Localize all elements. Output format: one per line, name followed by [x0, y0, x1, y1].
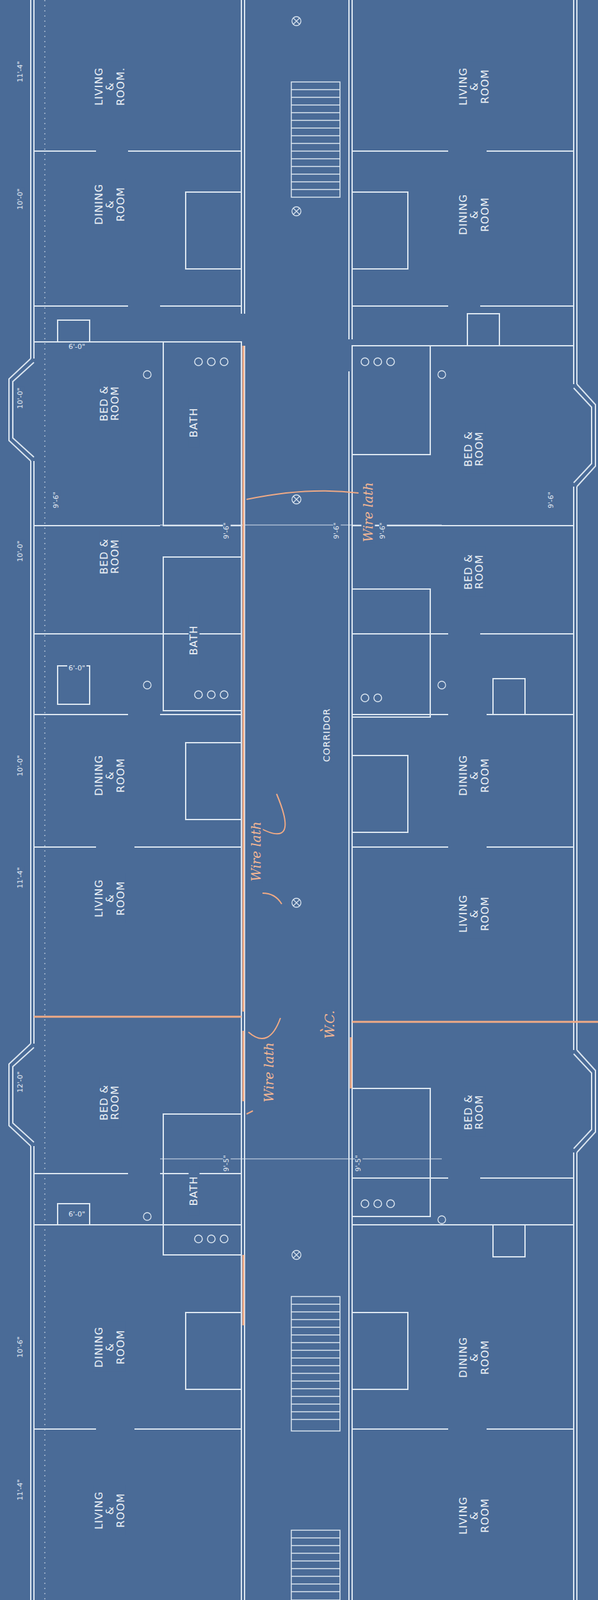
room-name: LIVING & ROOM. — [94, 61, 127, 112]
handwritten-note: W.C. — [323, 1009, 337, 1040]
room-name: BATH — [188, 397, 200, 448]
room-name: DINING & ROOM — [94, 179, 127, 230]
room-name: LIVING & ROOM — [94, 873, 127, 924]
dimension: 10'-0" — [16, 386, 25, 410]
room-name: BATH — [188, 1165, 200, 1216]
room-name: LIVING & ROOM — [94, 1485, 127, 1536]
dimension: 6'-0" — [67, 343, 87, 351]
room-name: DINING & ROOM — [458, 750, 491, 801]
handwritten-note: Wire lath — [361, 480, 376, 544]
dimension: 6'-0" — [67, 664, 87, 673]
dimension: 9'-5" — [222, 1153, 231, 1173]
room-name: BED & ROOM — [463, 1087, 486, 1138]
room-name: DINING & ROOM — [458, 1332, 491, 1383]
room-name: BED & ROOM — [99, 378, 122, 429]
dimension: 9'-6" — [547, 490, 556, 510]
handwritten-note: Wire lath — [249, 820, 264, 883]
handwritten-note: Wire lath — [262, 1041, 276, 1104]
room-name: DINING & ROOM — [458, 189, 491, 240]
room-name: BED & ROOM — [99, 531, 122, 582]
dimension: 9'-6" — [222, 521, 231, 541]
dimension: 10'-0" — [16, 186, 25, 211]
dimension: 10'-0" — [16, 753, 25, 778]
dimension: 9'-6" — [379, 521, 387, 541]
corridor-label: CORRIDOR — [322, 706, 332, 764]
room-name: BED & ROOM — [463, 423, 486, 474]
dimension: 10'-0" — [16, 539, 25, 563]
room-name: DINING & ROOM — [94, 1322, 127, 1373]
dimension: 11'-4" — [16, 1477, 25, 1502]
dimension: 9'-6" — [332, 521, 341, 541]
room-name: BATH — [188, 615, 200, 666]
dimension: 9'-5" — [354, 1153, 363, 1173]
dimension: 10'-6" — [16, 1334, 25, 1359]
dimension: 6'-0" — [67, 1210, 87, 1219]
room-name: DINING & ROOM — [94, 750, 127, 801]
dimension: 11'-4" — [16, 59, 25, 84]
room-name: LIVING & ROOM — [458, 888, 491, 939]
dimension: 11'-4" — [16, 865, 25, 890]
room-name: BED & ROOM — [463, 546, 486, 597]
room-name: BED & ROOM — [99, 1077, 122, 1128]
dimension: 9'-6" — [52, 490, 61, 510]
room-name: LIVING & ROOM — [458, 1490, 491, 1541]
dimension: 12'-0" — [16, 1069, 25, 1094]
room-name: LIVING & ROOM — [458, 61, 491, 112]
